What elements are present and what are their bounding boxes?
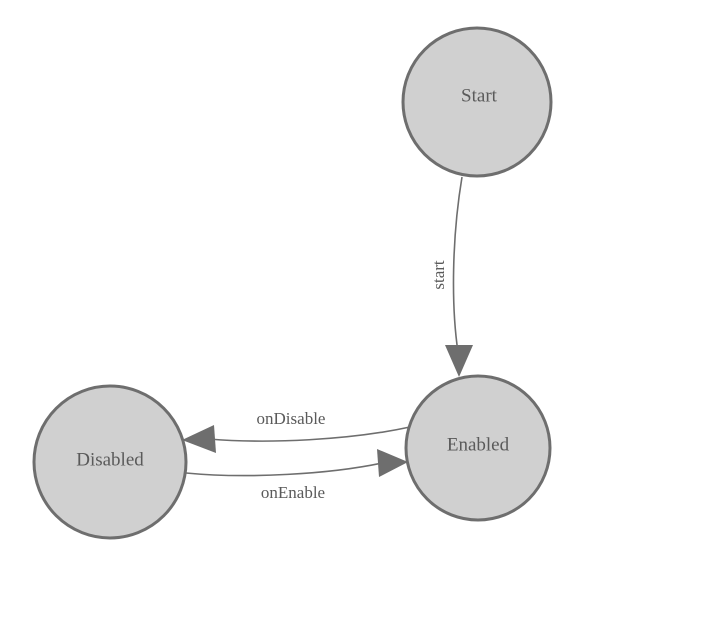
- node-enabled[interactable]: Enabled: [404, 374, 552, 522]
- node-start-label: Start: [461, 85, 498, 106]
- node-enabled-circle[interactable]: [404, 374, 552, 522]
- edge-enabled-to-disabled[interactable]: onDisable: [182, 409, 411, 453]
- edge-start-to-enabled-arrowhead-icon: [445, 345, 473, 377]
- node-enabled-label: Enabled: [447, 434, 510, 455]
- edge-enabled-to-disabled-arrowhead-icon: [182, 425, 216, 453]
- edge-disabled-to-enabled[interactable]: onEnable: [185, 449, 408, 502]
- node-start-circle[interactable]: [401, 26, 553, 178]
- node-start[interactable]: Start: [401, 26, 553, 178]
- edge-enabled-to-disabled-label: onDisable: [257, 409, 326, 428]
- edge-disabled-to-enabled-path: [185, 462, 383, 477]
- edge-disabled-to-enabled-label: onEnable: [261, 483, 325, 502]
- edge-start-to-enabled-path: [452, 176, 463, 353]
- node-disabled-label: Disabled: [76, 449, 144, 470]
- node-disabled-circle[interactable]: [32, 384, 188, 540]
- edge-enabled-to-disabled-path: [208, 426, 411, 442]
- edge-disabled-to-enabled-arrowhead-icon: [377, 449, 408, 477]
- edge-start-to-enabled-label: start: [429, 260, 448, 290]
- edge-start-to-enabled[interactable]: start: [429, 176, 473, 377]
- node-disabled[interactable]: Disabled: [32, 384, 188, 540]
